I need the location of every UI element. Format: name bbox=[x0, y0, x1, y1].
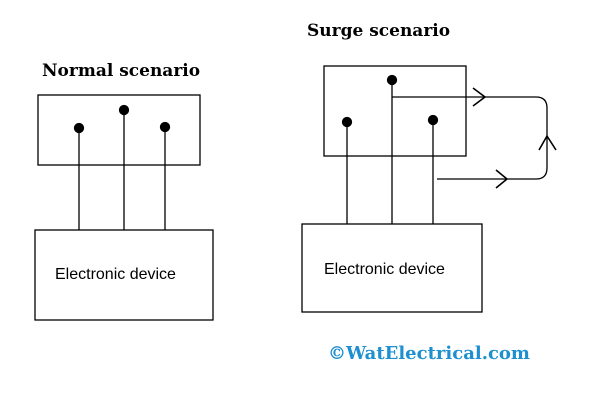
normal-socket-box bbox=[37, 94, 201, 166]
surge-scenario-diagram bbox=[301, 65, 557, 313]
surge-device-label: Electronic device bbox=[324, 261, 445, 278]
surge-scenario-title: Surge scenario bbox=[307, 21, 451, 41]
surge-arrow-right-icon bbox=[538, 134, 557, 151]
normal-device-label: Electronic device bbox=[55, 266, 176, 283]
normal-scenario-title: Normal scenario bbox=[42, 61, 201, 81]
surge-socket-box bbox=[323, 65, 467, 157]
normal-terminal-left bbox=[73, 122, 85, 134]
surge-terminal-right bbox=[427, 114, 439, 126]
surge-terminal-left bbox=[341, 116, 353, 128]
normal-scenario-diagram bbox=[34, 94, 214, 321]
surge-terminal-middle bbox=[386, 74, 398, 86]
surge-arrow-top-icon bbox=[472, 87, 487, 107]
watermark-text: ©WatElectrical.com bbox=[328, 343, 530, 364]
normal-terminal-right bbox=[159, 121, 171, 133]
surge-arrow-bottom-icon bbox=[495, 169, 509, 189]
normal-terminal-middle bbox=[118, 104, 130, 116]
surge-current-loop bbox=[392, 96, 548, 180]
